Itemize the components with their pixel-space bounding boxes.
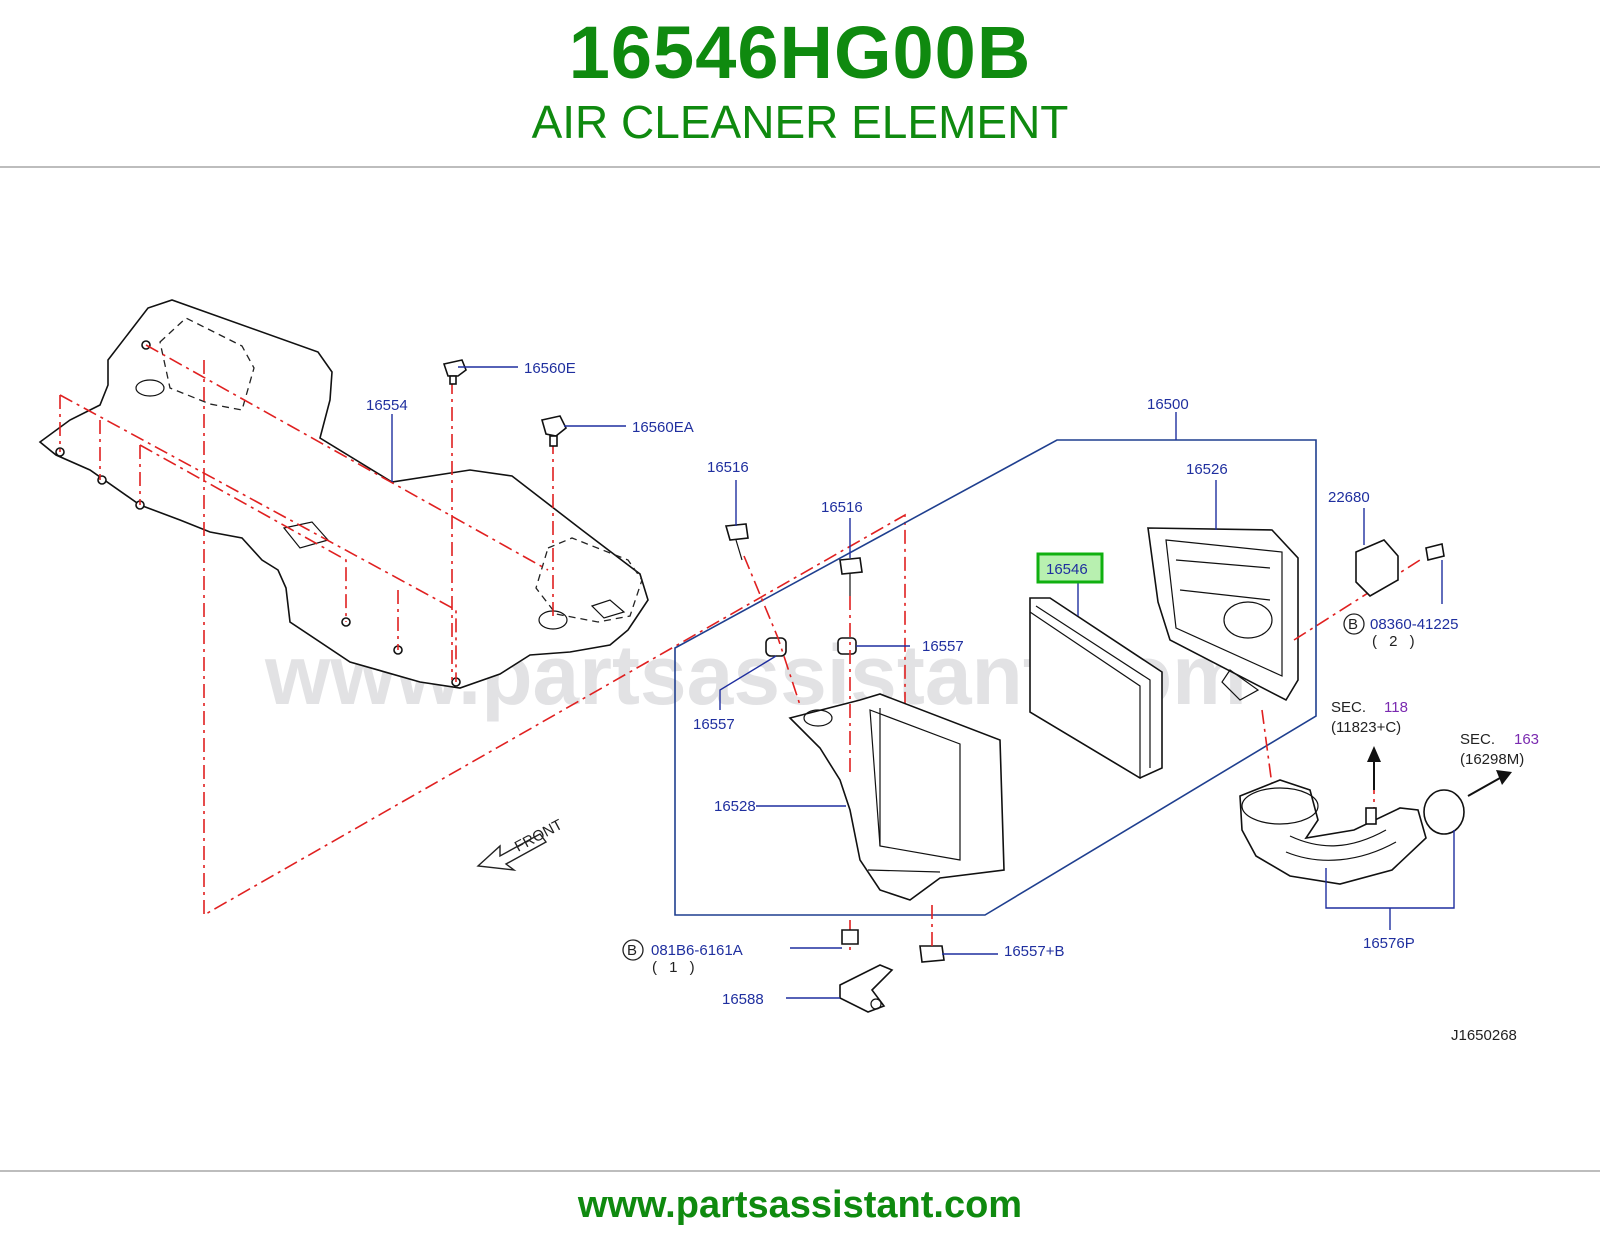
bolt-qty: ( 1 )	[652, 959, 699, 976]
front-direction-arrow: FRONT	[476, 816, 566, 871]
callout-16560E: 16560E	[524, 360, 576, 377]
highlight-box-16546	[1036, 552, 1104, 584]
footer-divider	[0, 1170, 1600, 1172]
callout-16560EA: 16560EA	[632, 419, 694, 436]
grommet-16557B	[919, 945, 945, 963]
front-label: FRONT	[512, 816, 566, 855]
section-number: 118	[1384, 699, 1408, 716]
callout-16516-right: 16516	[821, 499, 863, 516]
page-header: 16546HG00B AIR CLEANER ELEMENT	[0, 0, 1600, 168]
callout-16576P: 16576P	[1363, 935, 1415, 952]
part-number-title: 16546HG00B	[568, 11, 1032, 94]
bolt-spec-08360-41225: B 08360-41225 ( 2 )	[1343, 613, 1458, 650]
alignment-lines-undercover	[59, 344, 906, 917]
section-part-ref: (11823+C)	[1331, 719, 1401, 736]
section-arrow-118	[1367, 746, 1381, 790]
callout-16588: 16588	[722, 991, 764, 1008]
callout-22680: 22680	[1328, 489, 1370, 506]
bolt-16516-right	[839, 557, 863, 596]
undercover-part	[38, 299, 649, 689]
part-name-subtitle: AIR CLEANER ELEMENT	[531, 96, 1069, 148]
leader-lines	[391, 366, 1455, 999]
footer-website-link[interactable]: www.partsassistant.com	[577, 1184, 1023, 1226]
section-number: 163	[1514, 731, 1539, 748]
assembly-outline-16500	[674, 439, 1317, 916]
grommet-16557-left	[765, 637, 787, 657]
section-arrow-163	[1467, 770, 1512, 797]
section-ref-118: SEC. 118 (11823+C)	[1331, 699, 1408, 736]
clip-16560E	[442, 359, 467, 385]
section-part-ref: (16298M)	[1460, 751, 1524, 768]
bracket-16588	[839, 929, 894, 1013]
callout-16516-left: 16516	[707, 459, 749, 476]
callout-16557B: 16557+B	[1004, 943, 1064, 960]
clip-16560EA	[540, 415, 568, 447]
bolt-code: 08360-41225	[1370, 616, 1458, 633]
callout-16500: 16500	[1147, 396, 1189, 413]
diagram-code: J1650268	[1451, 1027, 1517, 1044]
callout-16528: 16528	[714, 798, 756, 815]
callout-16546: 16546	[1046, 561, 1088, 578]
bolt-16516-left	[724, 523, 749, 561]
callout-16557-right: 16557	[922, 638, 964, 655]
section-prefix: SEC.	[1331, 699, 1366, 716]
lower-case-16528	[788, 693, 1005, 901]
section-prefix: SEC.	[1460, 731, 1495, 748]
bolt-marker: B	[1348, 616, 1358, 633]
upper-case-16526	[1147, 527, 1299, 702]
callout-16557-left: 16557	[693, 716, 735, 733]
callout-16554: 16554	[366, 397, 408, 414]
grommet-16557-right	[837, 637, 857, 655]
bolt-code: 081B6-6161A	[651, 942, 743, 959]
airflow-sensor-22680	[1355, 539, 1445, 597]
bolt-marker: B	[627, 942, 637, 959]
intake-duct-16576P	[1239, 779, 1465, 885]
header-divider	[0, 166, 1600, 168]
callout-16526: 16526	[1186, 461, 1228, 478]
bolt-qty: ( 2 )	[1372, 633, 1419, 650]
section-ref-163: SEC. 163 (16298M)	[1460, 731, 1539, 768]
air-cleaner-element-16546	[1029, 597, 1163, 780]
bolt-spec-081B6-6161A: B 081B6-6161A ( 1 )	[622, 939, 743, 976]
